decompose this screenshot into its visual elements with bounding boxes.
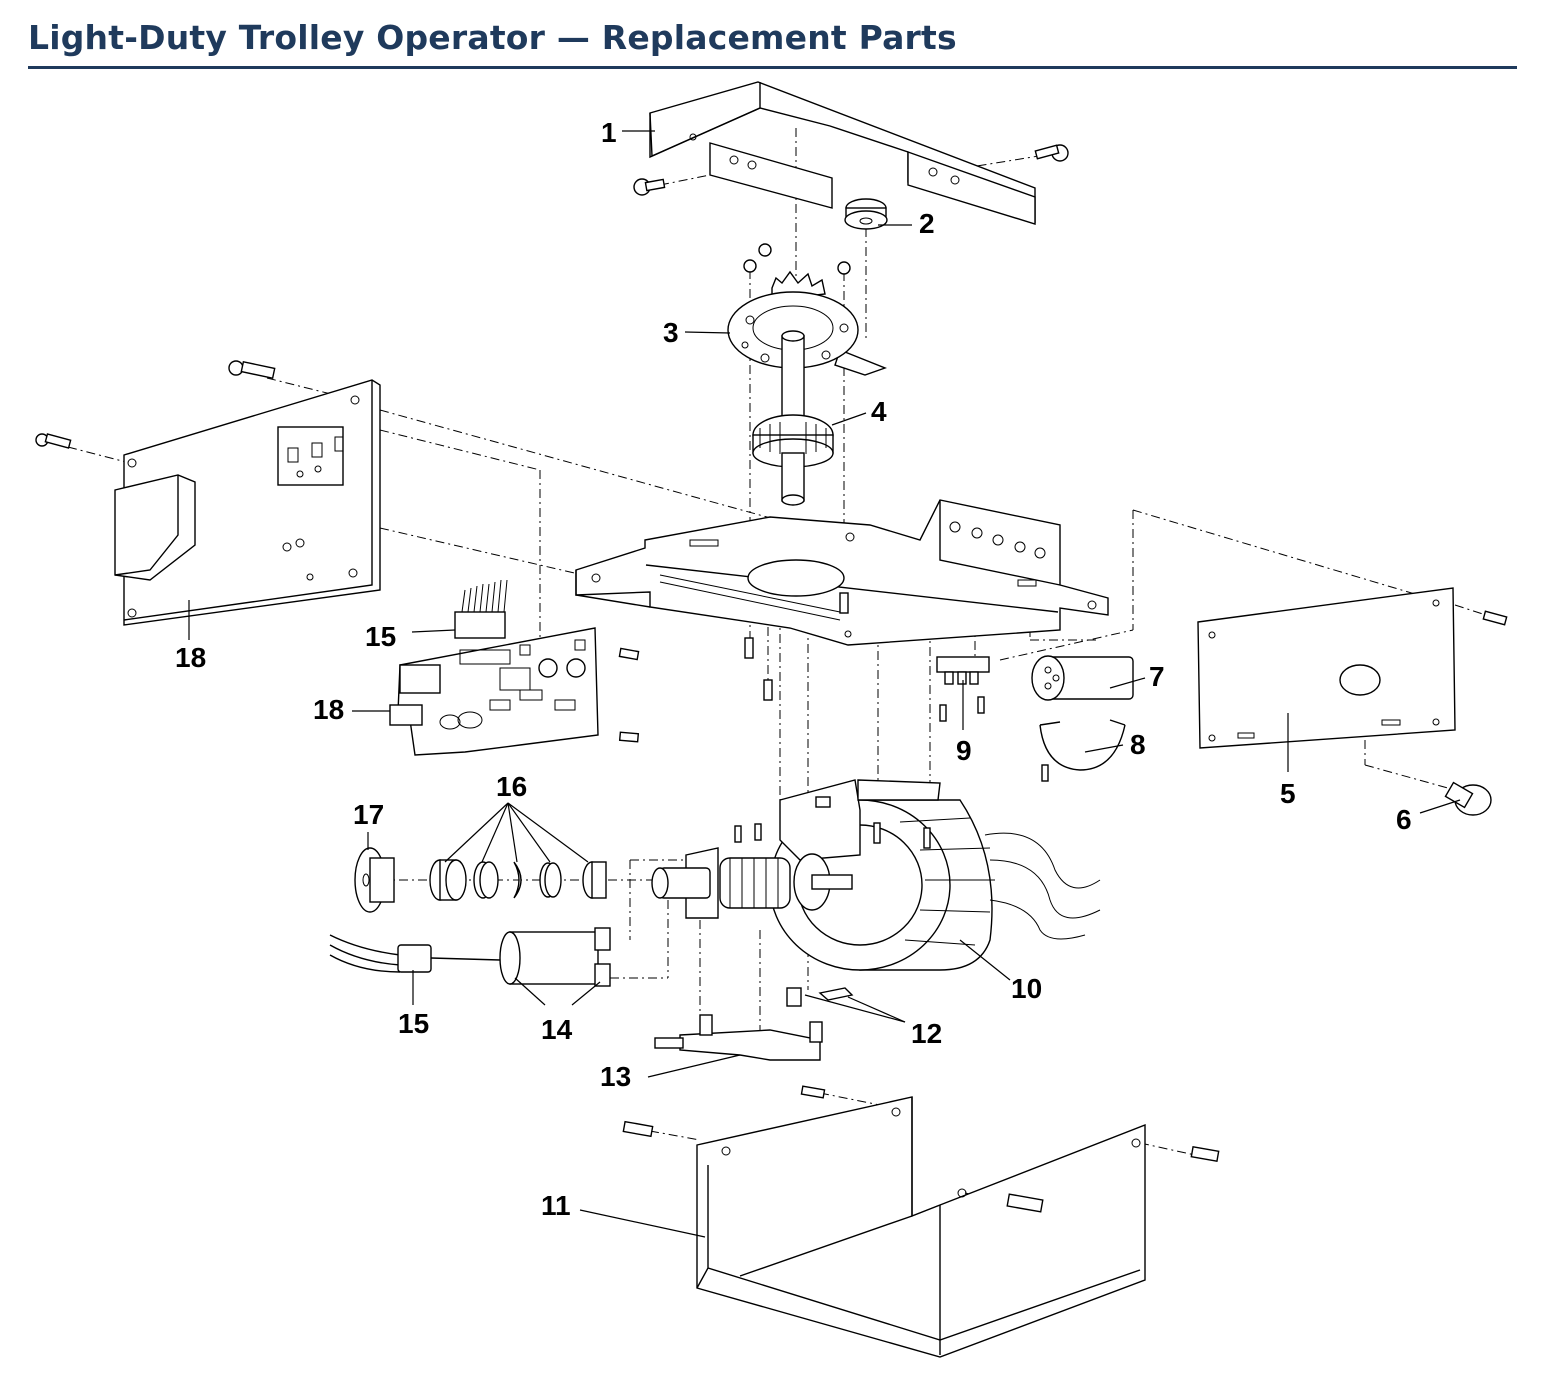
part-16-bearing-set bbox=[429, 859, 607, 901]
callout-15-connector: 15 bbox=[365, 621, 396, 652]
title-rule bbox=[28, 66, 1517, 69]
part-8-capacitor-strap bbox=[1039, 719, 1126, 782]
part-13-limit-bracket bbox=[654, 1014, 823, 1061]
callout-11: 11 bbox=[541, 1190, 571, 1221]
part-14-limit-switch bbox=[499, 927, 611, 987]
part-3-sprocket-plate bbox=[727, 243, 887, 376]
part-15-wire-connector bbox=[454, 579, 508, 639]
worm-gear-assembly bbox=[651, 847, 791, 919]
leader-lines bbox=[188, 130, 1461, 1238]
part-12-spring-clip bbox=[786, 987, 854, 1007]
chassis-plate bbox=[575, 499, 1109, 701]
callout-3: 3 bbox=[663, 317, 679, 348]
part-17-end-cap bbox=[354, 847, 395, 913]
callout-10: 10 bbox=[1011, 973, 1042, 1004]
callout-18-board: 18 bbox=[313, 694, 344, 725]
part-11-housing bbox=[622, 1085, 1220, 1358]
callout-18-cover: 18 bbox=[175, 642, 206, 673]
part-15-cable bbox=[329, 934, 501, 973]
part-2-pulley bbox=[844, 198, 888, 230]
bracket-screws bbox=[633, 144, 1069, 196]
callout-12: 12 bbox=[911, 1018, 942, 1049]
part-6-knob bbox=[1444, 781, 1492, 816]
part-10-motor bbox=[734, 779, 1101, 971]
callout-15-cable: 15 bbox=[398, 1008, 429, 1039]
callout-5: 5 bbox=[1280, 778, 1296, 809]
callout-2: 2 bbox=[919, 208, 935, 239]
callout-4: 4 bbox=[871, 396, 887, 427]
part-18-logic-board bbox=[389, 627, 640, 756]
callout-8: 8 bbox=[1130, 729, 1146, 760]
callout-numbers: 1 2 3 4 5 6 7 8 9 10 11 12 13 14 15 15 1… bbox=[175, 117, 1412, 1221]
part-7-capacitor bbox=[1031, 655, 1134, 701]
callout-17: 17 bbox=[353, 799, 384, 830]
callout-13: 13 bbox=[600, 1061, 631, 1092]
part-5-end-panel bbox=[1197, 587, 1508, 749]
part-1-bracket bbox=[649, 81, 1036, 225]
callout-7: 7 bbox=[1149, 661, 1165, 692]
part-9-terminal-block bbox=[936, 656, 990, 722]
part-4-drive-gear bbox=[752, 330, 834, 506]
part-18-cover-panel bbox=[35, 360, 381, 626]
callout-9: 9 bbox=[956, 735, 972, 766]
callout-14: 14 bbox=[541, 1014, 573, 1045]
page-title: Light-Duty Trolley Operator — Replacemen… bbox=[28, 18, 957, 57]
callout-6: 6 bbox=[1396, 804, 1412, 835]
callout-1: 1 bbox=[601, 117, 617, 148]
page-header: Light-Duty Trolley Operator — Replacemen… bbox=[28, 14, 1517, 69]
callout-16: 16 bbox=[496, 771, 527, 802]
